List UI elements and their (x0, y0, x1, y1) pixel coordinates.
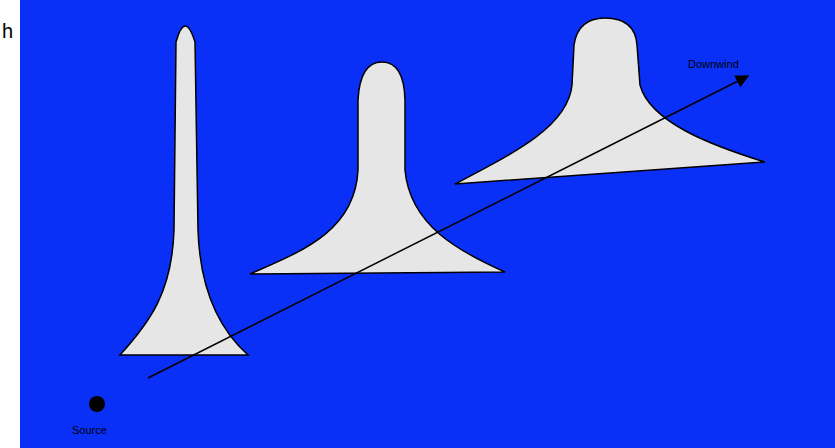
source-dot (89, 396, 105, 412)
direction-label: Downwind (688, 58, 739, 70)
plume-middle (250, 62, 505, 274)
blue-ground (20, 0, 835, 448)
plume-near (120, 26, 248, 355)
downwind-arrow (148, 76, 748, 378)
plume-far (455, 18, 765, 184)
source-label: Source (72, 424, 107, 436)
cut-text: h (2, 20, 13, 42)
